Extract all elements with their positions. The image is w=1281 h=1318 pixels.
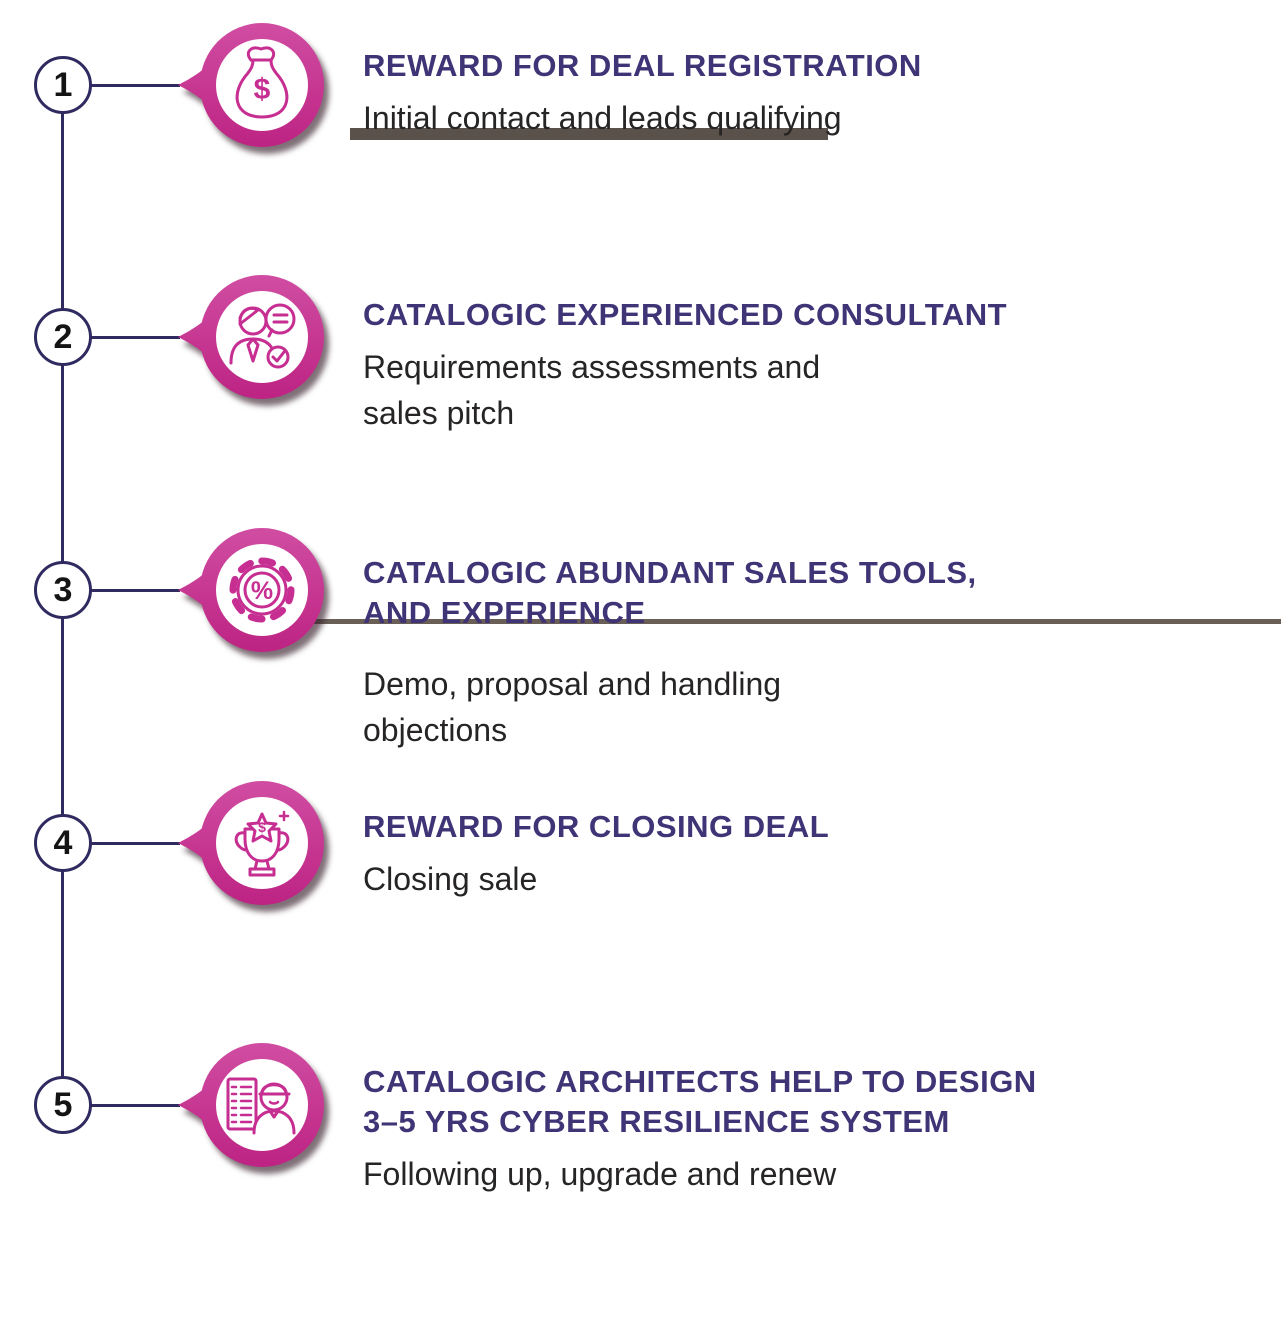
step2-connector-line [88,336,180,339]
step1-connector-line [88,84,180,87]
step2-title-line1: CATALOGIC EXPERIENCED CONSULTANT [363,297,1008,332]
step4-connector-line [88,842,180,845]
step3-subtitle: Demo, proposal and handling objections [363,661,1273,753]
step4-marker: $ [178,781,324,905]
money-bag-icon: $ [235,46,289,119]
step5-title-line2: 3–5 YRS CYBER RESILIENCE SYSTEM [363,1104,950,1139]
gear-percent-icon: % [229,557,295,623]
step5-title-line1: CATALOGIC ARCHITECTS HELP TO DESIGN [363,1064,1037,1099]
step1-number: 1 [53,65,73,104]
step4-number-node: 4 [34,814,92,872]
step5-subtitle: Following up, upgrade and renew [363,1151,1273,1197]
step2-number-node: 2 [34,308,92,366]
step2-number: 2 [53,317,73,356]
step2-subtitle: Requirements assessments and sales pitch [363,344,1273,436]
step2-subtitle-line2: sales pitch [363,395,515,431]
step3-text: CATALOGIC ABUNDANT SALES TOOLS, AND EXPE… [363,553,1273,753]
marker-inner-disc [216,291,308,383]
step5-title: CATALOGIC ARCHITECTS HELP TO DESIGN 3–5 … [363,1062,1273,1142]
step2-marker [178,275,324,399]
step5-text: CATALOGIC ARCHITECTS HELP TO DESIGN 3–5 … [363,1062,1273,1197]
consultant-icon [229,303,296,369]
step1-text: REWARD FOR DEAL REGISTRATION Initial con… [363,46,1273,141]
step4-title-line1: REWARD FOR CLOSING DEAL [363,809,830,844]
step4-subtitle-line1: Closing sale [363,861,538,897]
step3-subtitle-line1: Demo, proposal and handling [363,666,782,702]
step3-title: CATALOGIC ABUNDANT SALES TOOLS, AND EXPE… [363,553,1273,633]
step3-subtitle-line2: objections [363,712,508,748]
svg-text:%: % [251,577,273,605]
step5-number: 5 [53,1085,73,1124]
step1-marker: $ [178,23,324,147]
step3-title-line1: CATALOGIC ABUNDANT SALES TOOLS, [363,555,977,590]
step3-connector-line [88,589,180,592]
step5-subtitle-line1: Following up, upgrade and renew [363,1156,837,1192]
step1-title: REWARD FOR DEAL REGISTRATION [363,46,1273,86]
divider-bar-step1 [350,128,828,140]
step4-title: REWARD FOR CLOSING DEAL [363,807,1273,847]
step3-number: 3 [53,570,73,609]
trophy-icon: $ [234,810,290,877]
step2-text: CATALOGIC EXPERIENCED CONSULTANT Require… [363,295,1273,436]
step3-title-line2: AND EXPERIENCE [363,595,646,630]
architect-icon [226,1077,296,1135]
svg-text:$: $ [258,819,266,835]
step2-title: CATALOGIC EXPERIENCED CONSULTANT [363,295,1273,335]
step1-subtitle: Initial contact and leads qualifying [363,95,1273,141]
step4-subtitle: Closing sale [363,856,1273,902]
step3-marker: % [178,528,324,652]
step4-number: 4 [53,823,73,862]
svg-text:$: $ [254,73,271,106]
step5-number-node: 5 [34,1076,92,1134]
step5-marker [178,1043,324,1167]
step2-subtitle-line1: Requirements assessments and [363,349,821,385]
step1-subtitle-line1: Initial contact and leads qualifying [363,100,842,136]
step4-text: REWARD FOR CLOSING DEAL Closing sale [363,807,1273,902]
step5-connector-line [88,1104,180,1107]
step1-number-node: 1 [34,56,92,114]
marker-inner-disc [216,544,308,636]
step3-number-node: 3 [34,561,92,619]
step1-title-line1: REWARD FOR DEAL REGISTRATION [363,48,922,83]
divider-rule-step3 [295,619,1281,624]
